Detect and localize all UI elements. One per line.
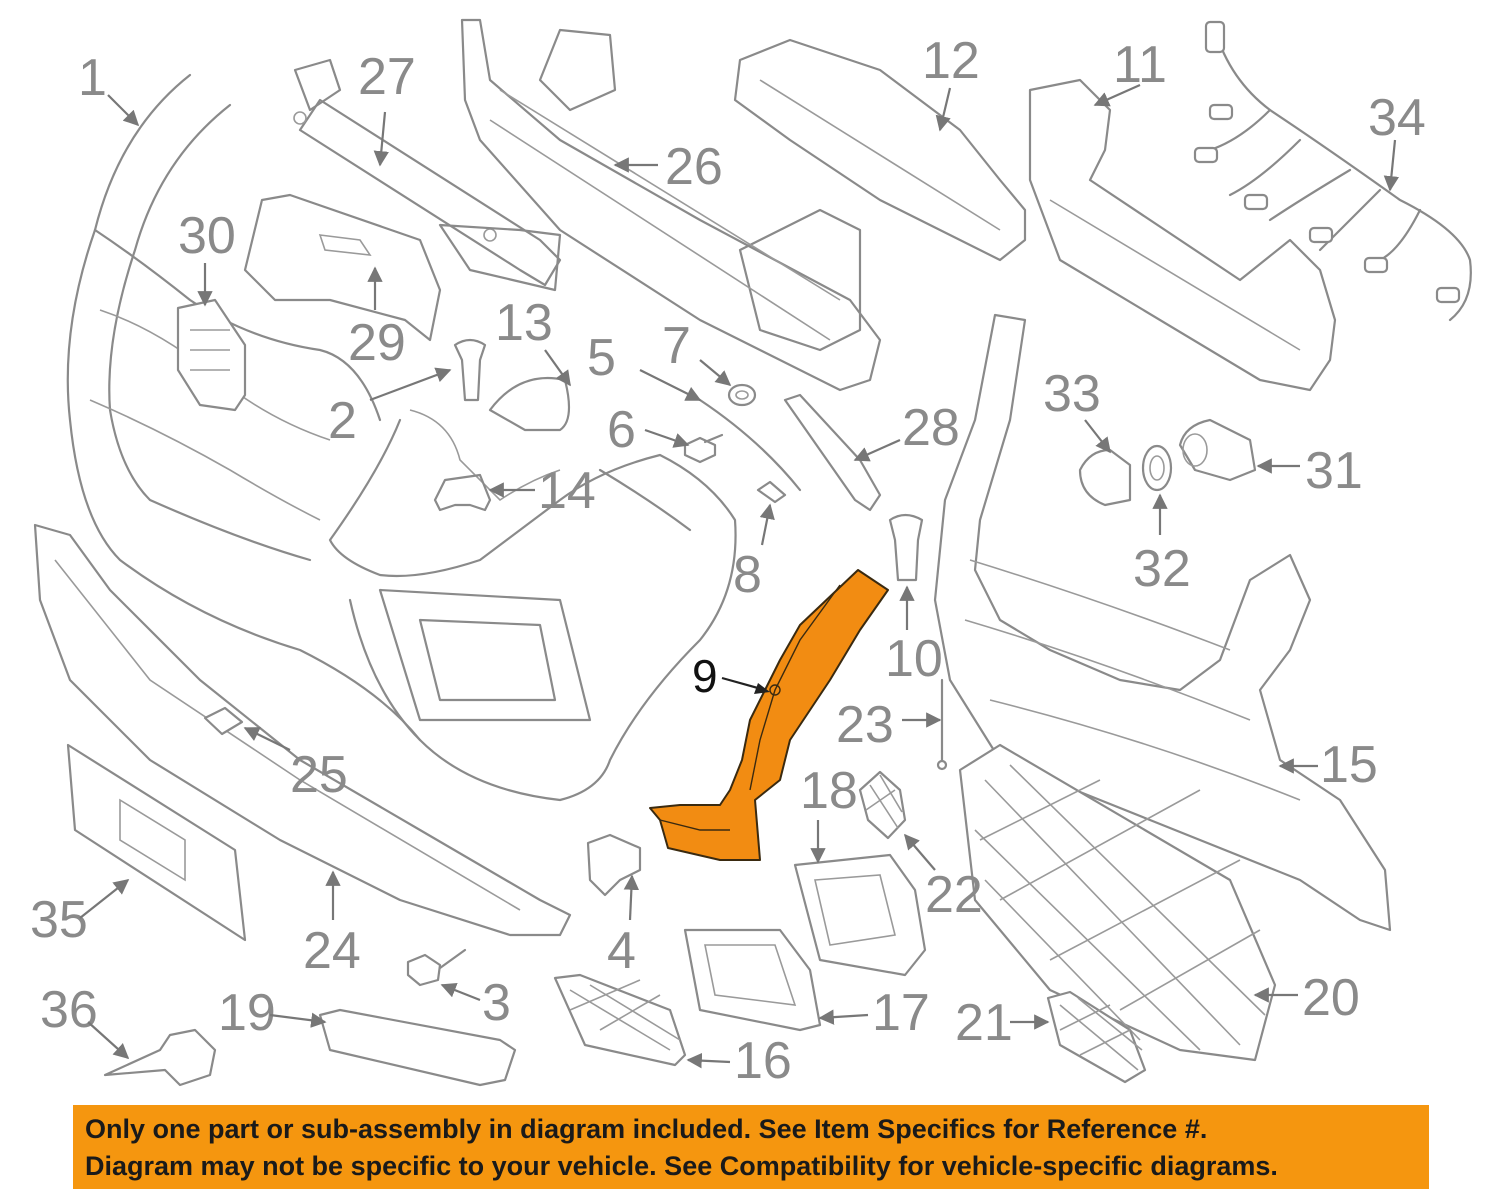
part-30-control-module [176,298,247,412]
callout-19: 19 [218,984,276,1042]
callout-11: 11 [1113,36,1167,94]
leader-arrows [79,83,1400,1069]
callout-5: 5 [587,329,616,387]
callout-35: 35 [30,891,88,949]
part-20-grille [958,743,1277,1062]
part-11-impact-bar [1028,78,1337,392]
part-19-trim-strip [318,1008,517,1087]
callout-4: 4 [607,922,636,980]
callout-29: 29 [348,314,406,372]
part-26-cross-member [460,18,882,392]
callout-26: 26 [665,138,723,196]
part-34-wiring-harness [1193,20,1472,322]
callout-25: 25 [290,746,348,804]
callout-14: 14 [538,462,596,520]
callout-32: 32 [1133,540,1191,598]
callout-23: 23 [836,696,894,754]
callout-8: 8 [733,546,762,604]
part-9-highlighted-bracket [649,569,889,861]
part-12-energy-absorber [733,38,1027,262]
callout-13: 13 [495,294,553,352]
part-23-rod [936,678,948,771]
callout-34: 34 [1368,89,1426,147]
part-35-license-bracket [66,743,247,942]
callout-18: 18 [800,762,858,820]
callout-9-highlighted: 9 [692,650,718,702]
callout-27: 27 [358,48,416,106]
part-17-bezel [683,928,822,1032]
callout-16: 16 [734,1032,792,1090]
callout-15: 15 [1320,736,1378,794]
part-28-strut [783,393,882,512]
part-24-lower-trim [33,523,572,937]
callout-21: 21 [955,994,1013,1052]
callout-7: 7 [662,317,691,375]
disclaimer-line-2: Diagram may not be specific to your vehi… [85,1151,1278,1181]
part-27-upper-support [293,58,562,292]
part-25-nut [203,706,244,736]
part-6-bolt [683,433,724,464]
part-5-seal-strip [698,398,802,492]
part-32-sensor-ring [1141,444,1173,492]
callout-2: 2 [328,392,357,450]
part-18-bezel [793,853,927,977]
disclaimer-banner: Only one part or sub-assembly in diagram… [73,1105,1429,1189]
callout-12: 12 [922,32,980,90]
callout-36: 36 [40,981,98,1039]
callout-labels: 1 2 3 4 5 6 7 8 9 10 11 12 13 14 15 16 1… [30,32,1426,1090]
part-3-bolt [406,948,467,987]
part-22-grille-insert [858,770,907,840]
part-7-grommet [727,383,757,407]
part-14-bracket-clip [433,473,492,512]
part-1-bumper-cover [66,73,737,802]
part-36-sensor [103,1028,217,1087]
callout-6: 6 [607,401,636,459]
disclaimer-line-1: Only one part or sub-assembly in diagram… [85,1114,1208,1144]
callout-22: 22 [925,866,983,924]
part-10-push-clip [888,513,924,582]
part-13-cover-cap [488,376,571,432]
callout-3: 3 [482,974,511,1032]
part-29-bracket [243,193,442,342]
part-33-sensor-holder [1078,448,1132,507]
part-15-bumper-carrier [933,313,1392,932]
callout-24: 24 [303,922,361,980]
part-21-grille-insert [1046,990,1147,1084]
part-2-push-clip [453,338,487,402]
part-31-parking-sensor [1178,418,1257,482]
callout-20: 20 [1302,969,1360,1027]
callout-17: 17 [872,984,930,1042]
callout-10: 10 [885,630,943,688]
part-16-grille-insert [553,973,687,1067]
part-8-clip [756,480,787,504]
callout-1: 1 [78,49,107,107]
callout-28: 28 [902,399,960,457]
callout-31: 31 [1305,442,1363,500]
callout-33: 33 [1043,365,1101,423]
callout-30: 30 [178,207,236,265]
